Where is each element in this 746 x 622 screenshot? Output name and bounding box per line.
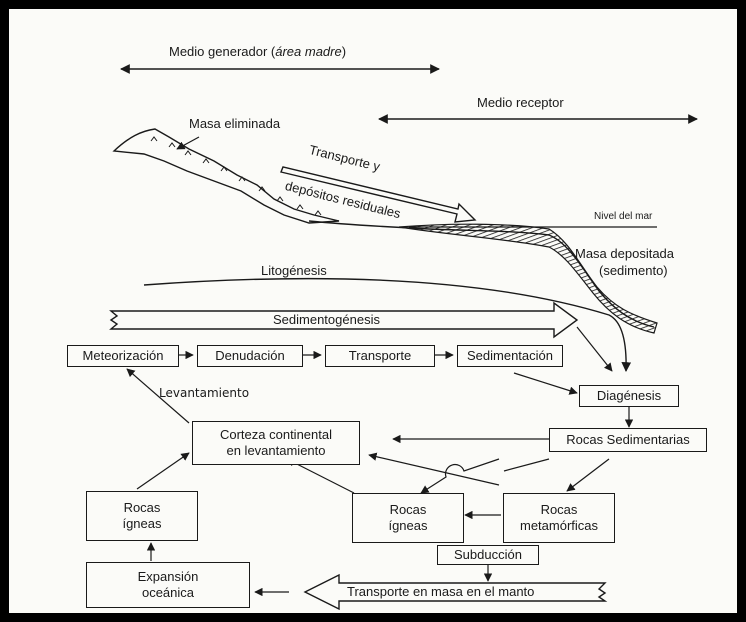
nivel-del-mar-label: Nivel del mar xyxy=(594,211,653,222)
transporte-hollow-arrow xyxy=(280,166,477,223)
transporte-manto-hollow-arrow xyxy=(303,573,608,611)
masa-eliminada-pointer xyxy=(176,136,200,150)
masa-eliminada-shape xyxy=(112,128,340,224)
diagenesis-box: Diagénesis xyxy=(579,385,679,407)
transporte-manto-label: Transporte en masa en el manto xyxy=(347,584,535,599)
meteorizacion-box: Meteorización xyxy=(67,345,179,367)
sedimento-label: (sedimento) xyxy=(599,263,668,278)
sedimentogenesis-to-diagenesis xyxy=(576,326,613,372)
rocas-metamorficas-box: Rocas metamórficas xyxy=(503,493,615,543)
litogenesis-curve xyxy=(143,277,632,372)
diagram-lines xyxy=(109,64,698,611)
subduccion-box: Subducción xyxy=(437,545,539,565)
corteza-box: Corteza continental en levantamiento xyxy=(192,421,360,465)
masa-depositada-label: Masa depositada xyxy=(575,246,675,261)
rocas-sedimentarias-box: Rocas Sedimentarias xyxy=(549,428,707,452)
expansion-box: Expansión oceánica xyxy=(86,562,250,608)
rocas-igneas-mid-box: Rocas ígneas xyxy=(352,493,464,543)
masa-eliminada-texture xyxy=(150,136,322,216)
sedimentacion-box: Sedimentación xyxy=(457,345,563,367)
denudacion-box: Denudación xyxy=(197,345,303,367)
masa-eliminada-label: Masa eliminada xyxy=(189,116,281,131)
medio-receptor-label: Medio receptor xyxy=(477,95,564,110)
diagram-frame: Medio generador (área madre) Medio recep… xyxy=(9,9,737,613)
medio-generador-label: Medio generador (área madre) xyxy=(169,44,347,59)
transporte-box: Transporte xyxy=(325,345,435,367)
rocas-igneas-left-box: Rocas ígneas xyxy=(86,491,198,541)
litogenesis-label: Litogénesis xyxy=(261,263,327,278)
sedimentogenesis-label: Sedimentogénesis xyxy=(273,312,380,327)
levantamiento-label: Levantamiento xyxy=(159,386,250,400)
sedimentogenesis-hollow-arrow xyxy=(109,301,579,339)
